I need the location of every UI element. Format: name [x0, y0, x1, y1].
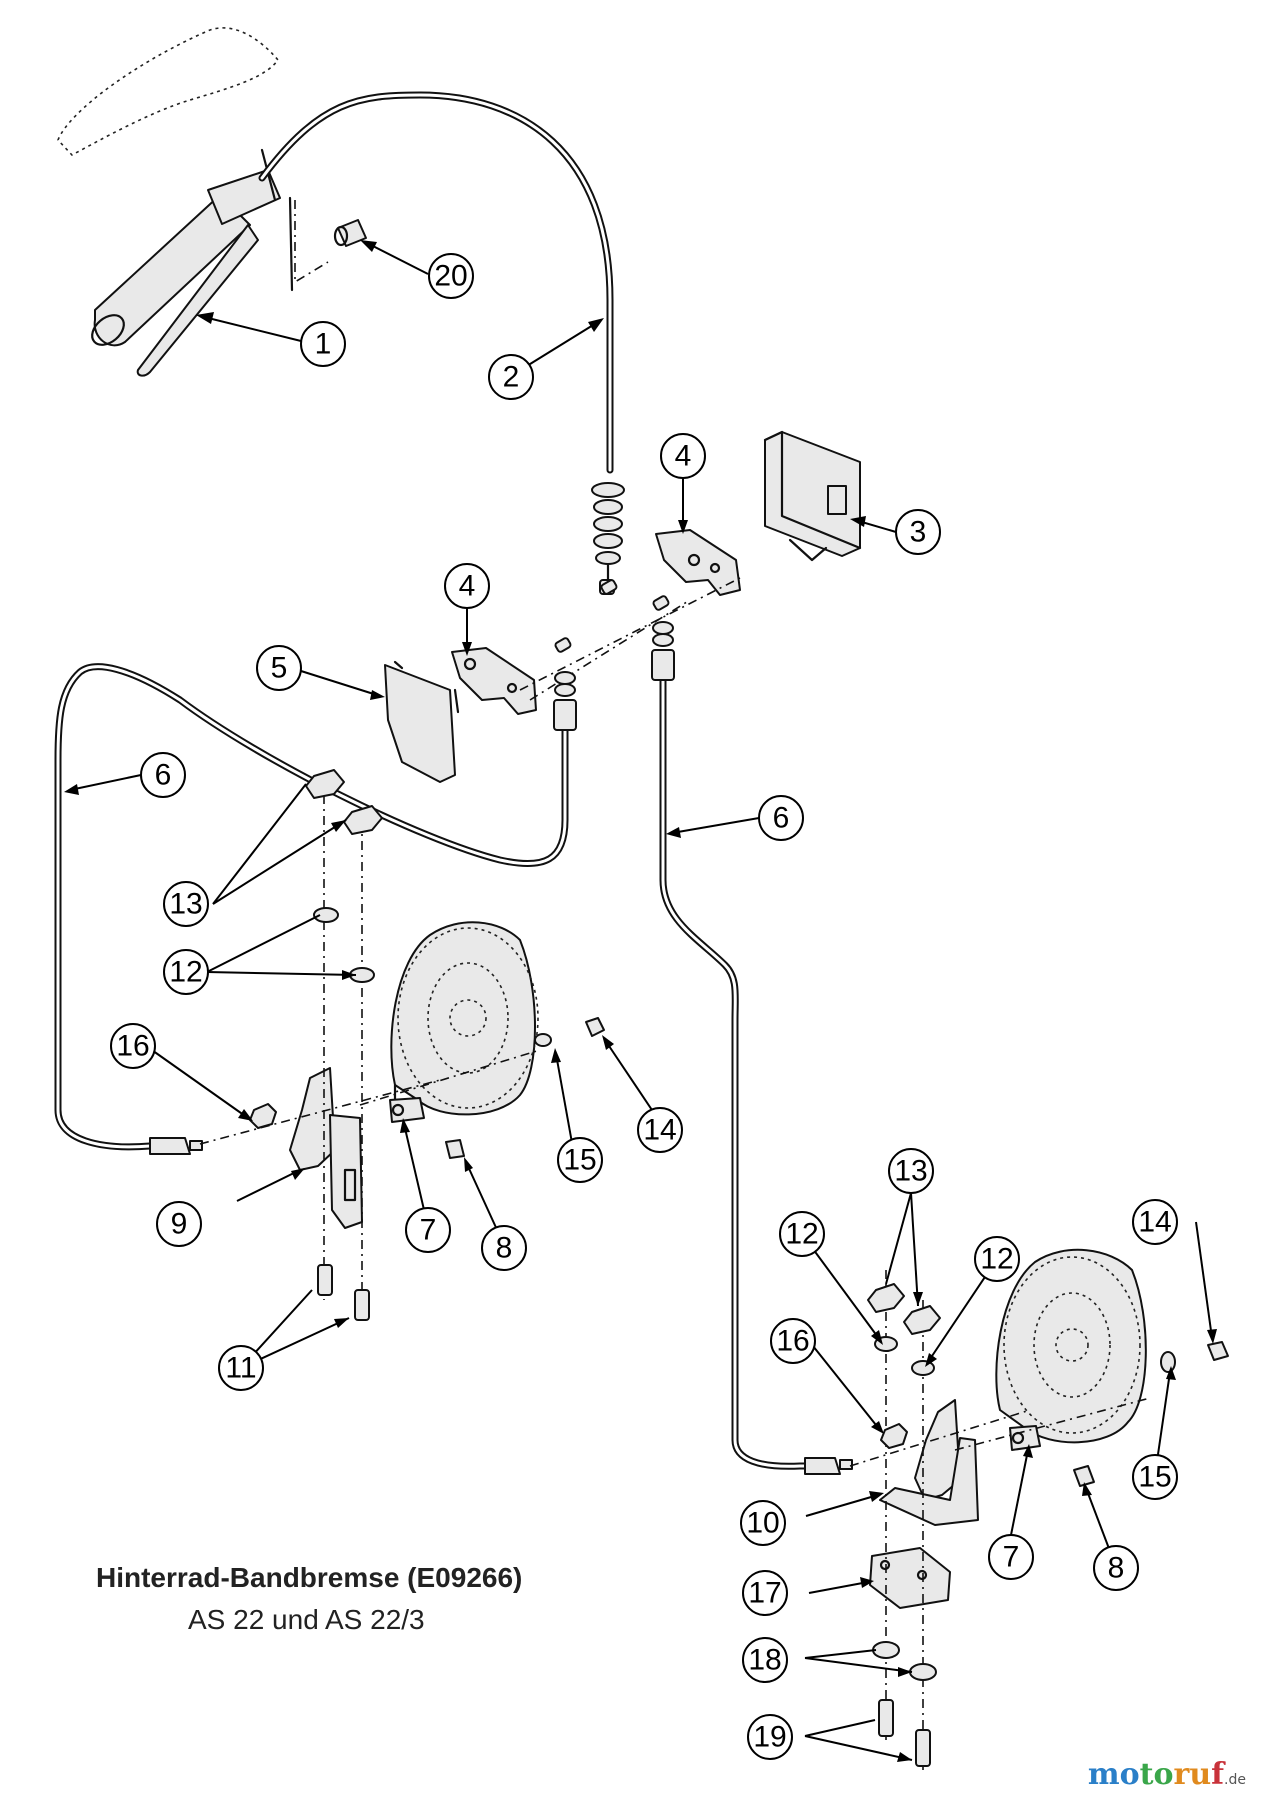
- callout-2: 2: [488, 354, 534, 400]
- callout-1: 1: [300, 321, 346, 367]
- callout-7-left: 7: [405, 1207, 451, 1253]
- bracket-cover: [763, 430, 862, 562]
- callout-7-right: 7: [988, 1534, 1034, 1580]
- callout-9: 9: [156, 1201, 202, 1247]
- right-mount-plate: [869, 1547, 951, 1609]
- callout-11: 11: [218, 1345, 264, 1391]
- callout-label: 12: [980, 1243, 1013, 1276]
- left-brake-drum: [390, 921, 539, 1117]
- callout-16-right: 16: [770, 1318, 816, 1364]
- left-hardware: [249, 769, 605, 1321]
- brand-logo[interactable]: motoruf.de: [1088, 1757, 1246, 1792]
- callout-label: 3: [910, 516, 927, 549]
- diagram-subtitle: AS 22 und AS 22/3: [188, 1604, 425, 1635]
- callout-label: 2: [503, 361, 520, 394]
- callout-10: 10: [740, 1500, 786, 1546]
- callout-14-right: 14: [1132, 1199, 1178, 1245]
- callout-6-left-cable: 6: [140, 752, 186, 798]
- callout-label: 15: [563, 1144, 596, 1177]
- callout-4-right-plate: 4: [660, 433, 706, 479]
- callout-5: 5: [256, 645, 302, 691]
- callout-label: 12: [169, 956, 202, 989]
- callout-label: 8: [1108, 1552, 1125, 1585]
- callout-label: 7: [420, 1214, 437, 1247]
- callout-label: 19: [753, 1721, 786, 1754]
- callout-18: 18: [742, 1637, 788, 1683]
- callout-label: 15: [1138, 1461, 1171, 1494]
- callout-13-left: 13: [163, 881, 209, 927]
- callout-15-left: 15: [557, 1137, 603, 1183]
- cable-end-sleeve: [333, 219, 367, 247]
- cable-clip: [384, 660, 460, 783]
- callout-13-right: 13: [888, 1148, 934, 1194]
- equalizer-plate-left: [451, 647, 537, 715]
- brand-part: to: [1139, 1757, 1174, 1792]
- callout-12-left: 12: [163, 949, 209, 995]
- brand-part: mo: [1087, 1757, 1140, 1792]
- equalizer-pins: [519, 577, 741, 701]
- callout-label: 1: [315, 328, 332, 361]
- callout-label: 11: [225, 1352, 256, 1385]
- equalizer-plate-right: [655, 529, 741, 596]
- left-brake-band-link: [389, 1097, 425, 1123]
- callout-label: 4: [675, 440, 692, 473]
- diagram-title: Hinterrad-Bandbremse (E09266): [96, 1562, 523, 1593]
- leader-lines: [64, 240, 1217, 1762]
- left-brake-cable: [54, 663, 577, 1155]
- callout-label: 4: [459, 570, 476, 603]
- callout-label: 10: [746, 1507, 779, 1540]
- callout-label: 12: [785, 1218, 818, 1251]
- callout-label: 18: [748, 1644, 781, 1677]
- callout-16-left: 16: [110, 1023, 156, 1069]
- callout-20: 20: [428, 253, 474, 299]
- callout-8-right: 8: [1093, 1545, 1139, 1591]
- callout-label: 5: [271, 652, 288, 685]
- callout-label: 16: [116, 1030, 149, 1063]
- callout-label: 16: [776, 1325, 809, 1358]
- callout-label: 6: [155, 759, 172, 792]
- callout-label: 13: [894, 1155, 927, 1188]
- left-brake-lever: [289, 1067, 363, 1229]
- brand-part: ru: [1173, 1757, 1212, 1792]
- callout-4-left-plate: 4: [444, 563, 490, 609]
- callout-19: 19: [747, 1714, 793, 1760]
- callout-3: 3: [895, 509, 941, 555]
- callout-label: 14: [1138, 1206, 1171, 1239]
- callout-label: 6: [773, 802, 790, 835]
- right-brake-lever: [879, 1399, 979, 1526]
- right-brake-cable: [651, 621, 853, 1475]
- right-brake-drum: [995, 1248, 1147, 1444]
- callout-label: 14: [643, 1114, 676, 1147]
- left-axis-lines: [199, 795, 541, 1310]
- callout-12-right-b: 12: [974, 1236, 1020, 1282]
- callout-label: 8: [496, 1232, 513, 1265]
- handlebar-grip: [57, 27, 329, 377]
- callout-label: 7: [1003, 1541, 1020, 1574]
- callout-17: 17: [742, 1570, 788, 1616]
- callout-label: 9: [171, 1208, 188, 1241]
- callout-14-left: 14: [637, 1107, 683, 1153]
- right-brake-band-link: [1009, 1425, 1041, 1451]
- callout-label: 17: [748, 1577, 781, 1610]
- callout-label: 13: [169, 888, 202, 921]
- callout-12-right-a: 12: [779, 1211, 825, 1257]
- callout-15-right: 15: [1132, 1454, 1178, 1500]
- brand-tld: .de: [1224, 1772, 1246, 1788]
- cable-spring-adjuster: [591, 482, 625, 595]
- brand-part: f: [1211, 1757, 1225, 1792]
- callout-8-left: 8: [481, 1225, 527, 1271]
- callout-6-right-cable: 6: [758, 795, 804, 841]
- callout-label: 20: [434, 260, 467, 293]
